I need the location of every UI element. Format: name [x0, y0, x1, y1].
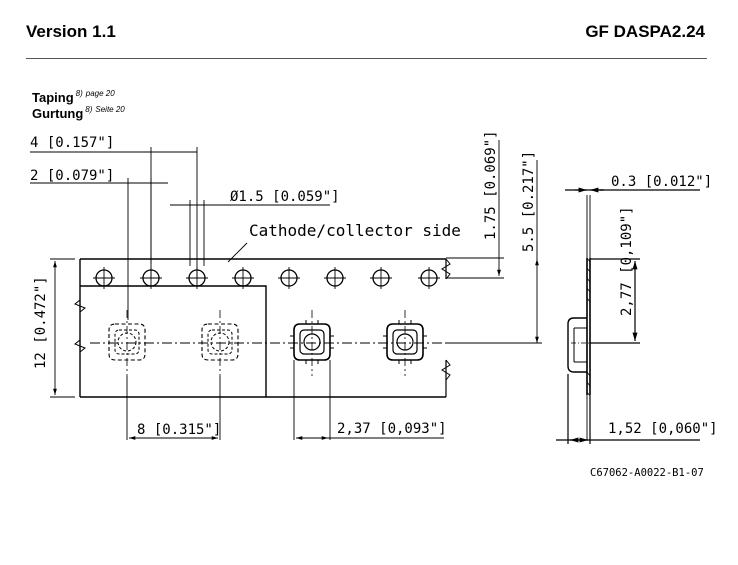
dim-hole-diameter: Ø1.5 [0.059"]: [230, 189, 340, 205]
page-ref-en: page 20: [85, 89, 115, 98]
footnote-ref-en: 8): [75, 89, 83, 98]
dim-pocket-size: 2,37 [0,093"]: [337, 421, 447, 437]
dim-pocket-depth: 2,77 [0,109"]: [619, 206, 635, 316]
dim-hole-offset: 2 [0.079"]: [30, 168, 114, 184]
cathode-side-label: Cathode/collector side: [249, 221, 461, 240]
header-divider: [26, 58, 707, 59]
part-number: GF DASPA2.24: [585, 22, 705, 41]
carrier-tape: [74, 258, 451, 398]
dim-pocket-center: 5.5 [0.217"]: [521, 151, 537, 252]
document-version: Version 1.1: [26, 22, 116, 41]
section-title-en: Taping: [32, 90, 74, 105]
dim-total-thickness: 1,52 [0,060"]: [608, 421, 718, 437]
section-title-de: Gurtung: [32, 106, 84, 121]
dimension-lines: [30, 140, 542, 440]
dim-tape-width: 12 [0.472"]: [33, 276, 49, 369]
drawing-id: C67062-A0022-B1-07: [590, 467, 704, 479]
component-pockets: [108, 310, 428, 376]
dim-hole-edge: 1.75 [0.069"]: [483, 130, 499, 240]
tape-side-view: [556, 187, 700, 444]
footnote-ref-de: 8): [85, 105, 93, 114]
dim-tape-thickness: 0.3 [0.012"]: [611, 174, 712, 190]
dim-pocket-pitch: 8 [0.315"]: [137, 422, 221, 438]
dim-sprocket-pitch: 4 [0.157"]: [30, 135, 114, 151]
page-ref-de: Seite 20: [95, 105, 125, 114]
